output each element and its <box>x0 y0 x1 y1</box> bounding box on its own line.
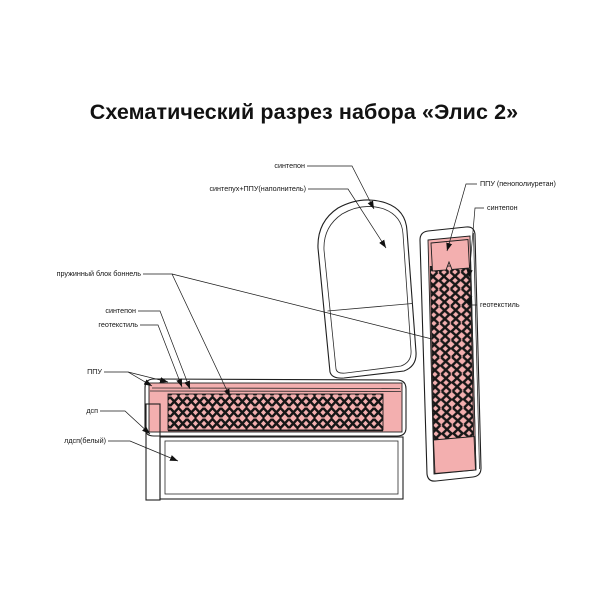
backrest-bottom-foam <box>433 436 476 474</box>
label-seat-geotextile: геотекстиль <box>98 320 138 329</box>
back-pillow <box>317 199 417 379</box>
label-seat-foam: ППУ <box>87 367 102 376</box>
label-seat-wadding: синтепон <box>105 306 136 315</box>
label-base-chipboard: дсп <box>86 406 98 415</box>
backrest-spring-block <box>429 265 475 443</box>
backrest-panel <box>419 226 482 482</box>
label-top-cushion-fill: синтепух+ППУ(наполнитель) <box>209 184 306 193</box>
seat-spring-block <box>167 393 384 431</box>
label-backrest-foam: ППУ (пенополиуретан) <box>480 179 556 188</box>
base-laminated-panel <box>159 436 404 500</box>
leader-lines <box>100 165 484 462</box>
page-title: Схематический разрез набора «Элис 2» <box>89 100 519 124</box>
seat-block <box>144 378 407 437</box>
label-base-laminated: лдсп(белый) <box>64 436 106 445</box>
base-frame <box>145 403 404 501</box>
backrest-top-foam <box>430 239 470 272</box>
label-seat-spring-block: пружинный блок боннель <box>57 269 142 278</box>
label-backrest-geotextile: геотекстиль <box>480 300 520 309</box>
label-backrest-wadding: синтепон <box>487 203 518 212</box>
label-top-cushion-outer: синтепон <box>274 161 305 170</box>
label-texts: синтепон синтепух+ППУ(наполнитель) ППУ (… <box>57 161 556 445</box>
